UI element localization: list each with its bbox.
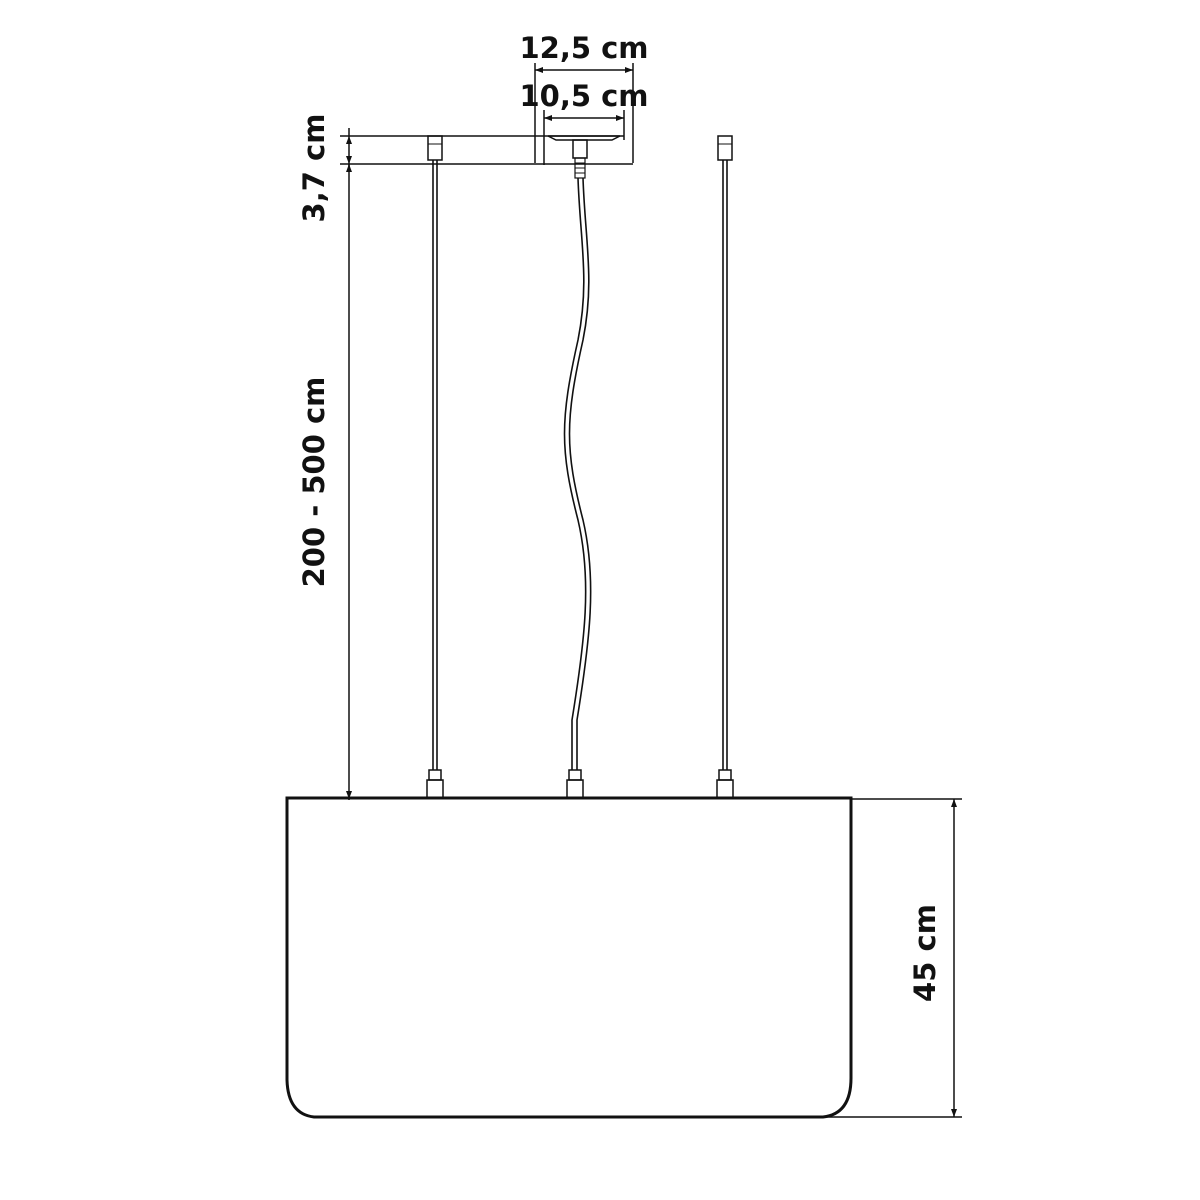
power-cable — [563, 177, 592, 799]
suspension-length-dimension: 200 - 500 cm — [297, 164, 352, 800]
inner-width-label: 10,5 cm — [519, 79, 648, 113]
outer-width-label: 12,5 cm — [519, 31, 648, 65]
suspension-length-label: 200 - 500 cm — [297, 377, 331, 588]
shade-height-label: 45 cm — [908, 904, 942, 1002]
outer-width-dimension: 12,5 cm — [519, 31, 649, 163]
canopy-height-label: 3,7 cm — [297, 114, 331, 223]
ceiling-canopy — [547, 135, 621, 179]
right-suspension-wire — [716, 135, 734, 799]
canopy-height-dimension: 3,7 cm — [297, 114, 352, 223]
shade-height-dimension: 45 cm — [825, 798, 962, 1118]
left-suspension-wire — [426, 135, 444, 799]
lamp-shade — [285, 796, 853, 1119]
inner-width-dimension: 10,5 cm — [519, 79, 649, 165]
